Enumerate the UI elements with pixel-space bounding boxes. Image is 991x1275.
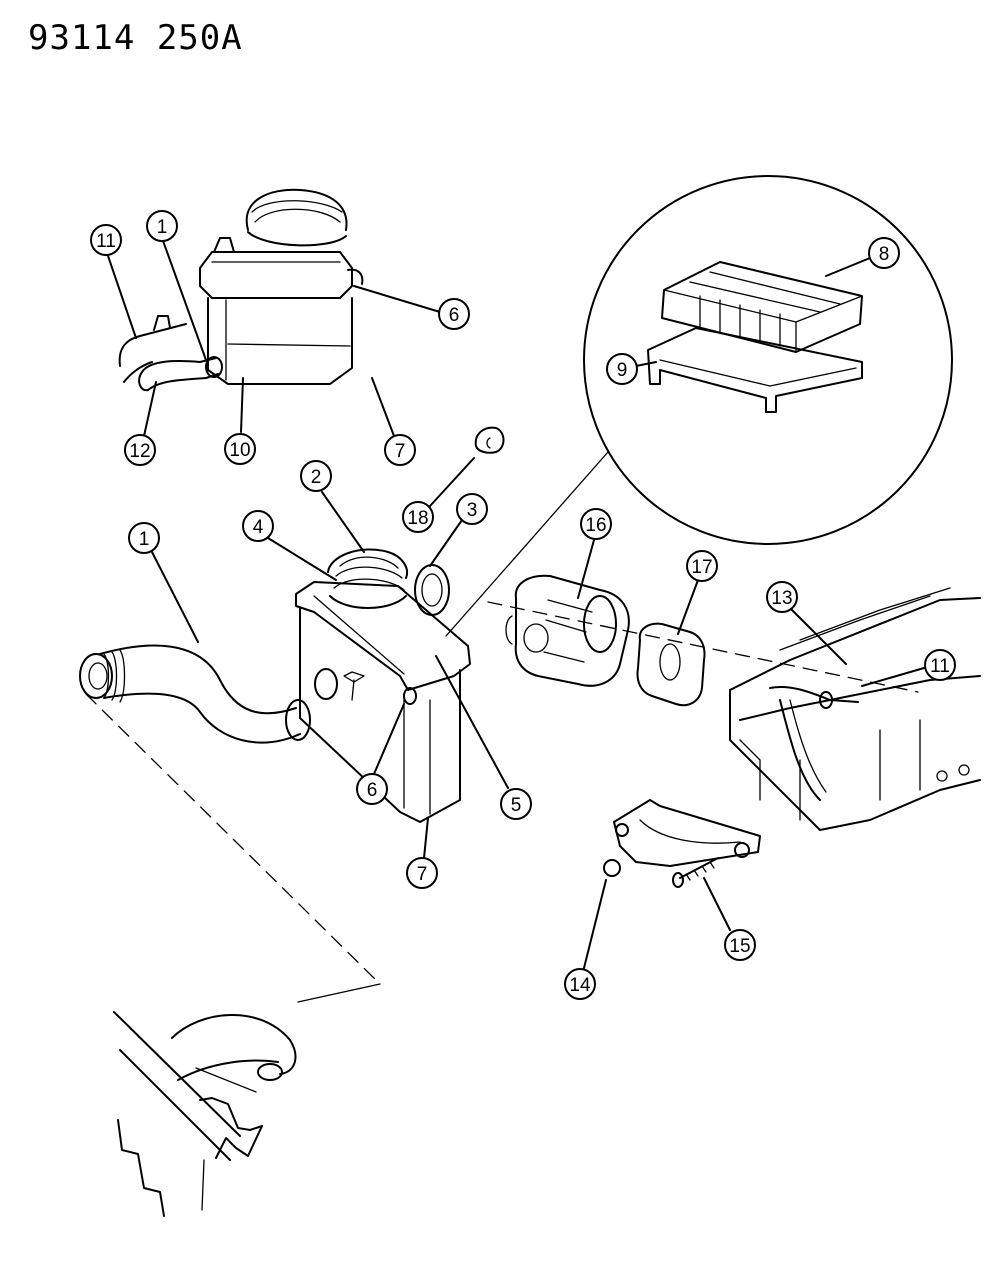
callout-12: 12 <box>124 381 157 466</box>
svg-text:17: 17 <box>691 557 712 578</box>
engine-fragment-bottom <box>113 1011 297 1217</box>
air-cleaner-housing-upper <box>199 188 364 385</box>
svg-text:3: 3 <box>467 500 478 521</box>
callout-5: 5 <box>435 655 532 820</box>
svg-text:11: 11 <box>930 656 950 677</box>
svg-text:5: 5 <box>511 795 522 816</box>
svg-text:1: 1 <box>139 529 150 550</box>
svg-text:7: 7 <box>395 441 406 462</box>
svg-text:2: 2 <box>311 467 322 488</box>
bracket-assembly <box>603 799 761 888</box>
callout-1-lower: 1 <box>128 522 199 643</box>
callout-15: 15 <box>703 877 756 961</box>
svg-text:10: 10 <box>229 440 250 461</box>
callout-18: 18 <box>402 457 475 533</box>
callout-3: 3 <box>429 493 488 567</box>
diagram-reference-code: 93114 250A <box>28 18 243 58</box>
callout-16: 16 <box>577 508 612 599</box>
callout-4: 4 <box>242 510 337 581</box>
callout-9: 9 <box>606 353 657 385</box>
callout-10: 10 <box>224 377 256 465</box>
svg-text:4: 4 <box>253 517 264 538</box>
svg-text:7: 7 <box>417 864 428 885</box>
callout-7-upper: 7 <box>371 377 416 466</box>
svg-text:6: 6 <box>449 305 460 326</box>
hose-upper-left <box>118 315 223 392</box>
svg-text:16: 16 <box>585 515 606 536</box>
svg-text:13: 13 <box>771 588 792 609</box>
intake-manifold <box>729 587 981 831</box>
svg-text:18: 18 <box>407 508 428 529</box>
callout-2: 2 <box>300 460 365 553</box>
callout-11-lower: 11 <box>861 649 956 687</box>
svg-text:8: 8 <box>879 244 890 265</box>
callout-8: 8 <box>825 237 900 277</box>
svg-text:14: 14 <box>569 975 591 996</box>
callout-14: 14 <box>564 879 607 1000</box>
callout-6-lower: 6 <box>356 703 405 805</box>
svg-text:9: 9 <box>617 360 628 381</box>
callout-11-upper: 11 <box>90 224 137 339</box>
callout-1-upper: 1 <box>146 210 207 361</box>
throttle-body <box>505 574 630 687</box>
callout-7-lower: 7 <box>406 817 438 889</box>
callout-13: 13 <box>766 581 847 665</box>
svg-text:1: 1 <box>157 217 168 238</box>
svg-text:15: 15 <box>729 936 750 957</box>
callout-6-upper: 6 <box>353 285 470 330</box>
callout-17: 17 <box>677 550 718 635</box>
svg-text:11: 11 <box>96 231 116 252</box>
svg-text:6: 6 <box>367 780 378 801</box>
air-intake-hose <box>79 644 311 744</box>
svg-text:12: 12 <box>129 441 150 462</box>
air-filter-detail <box>583 175 953 545</box>
clip-part-18 <box>474 426 505 454</box>
throttle-body-gasket <box>636 622 706 707</box>
